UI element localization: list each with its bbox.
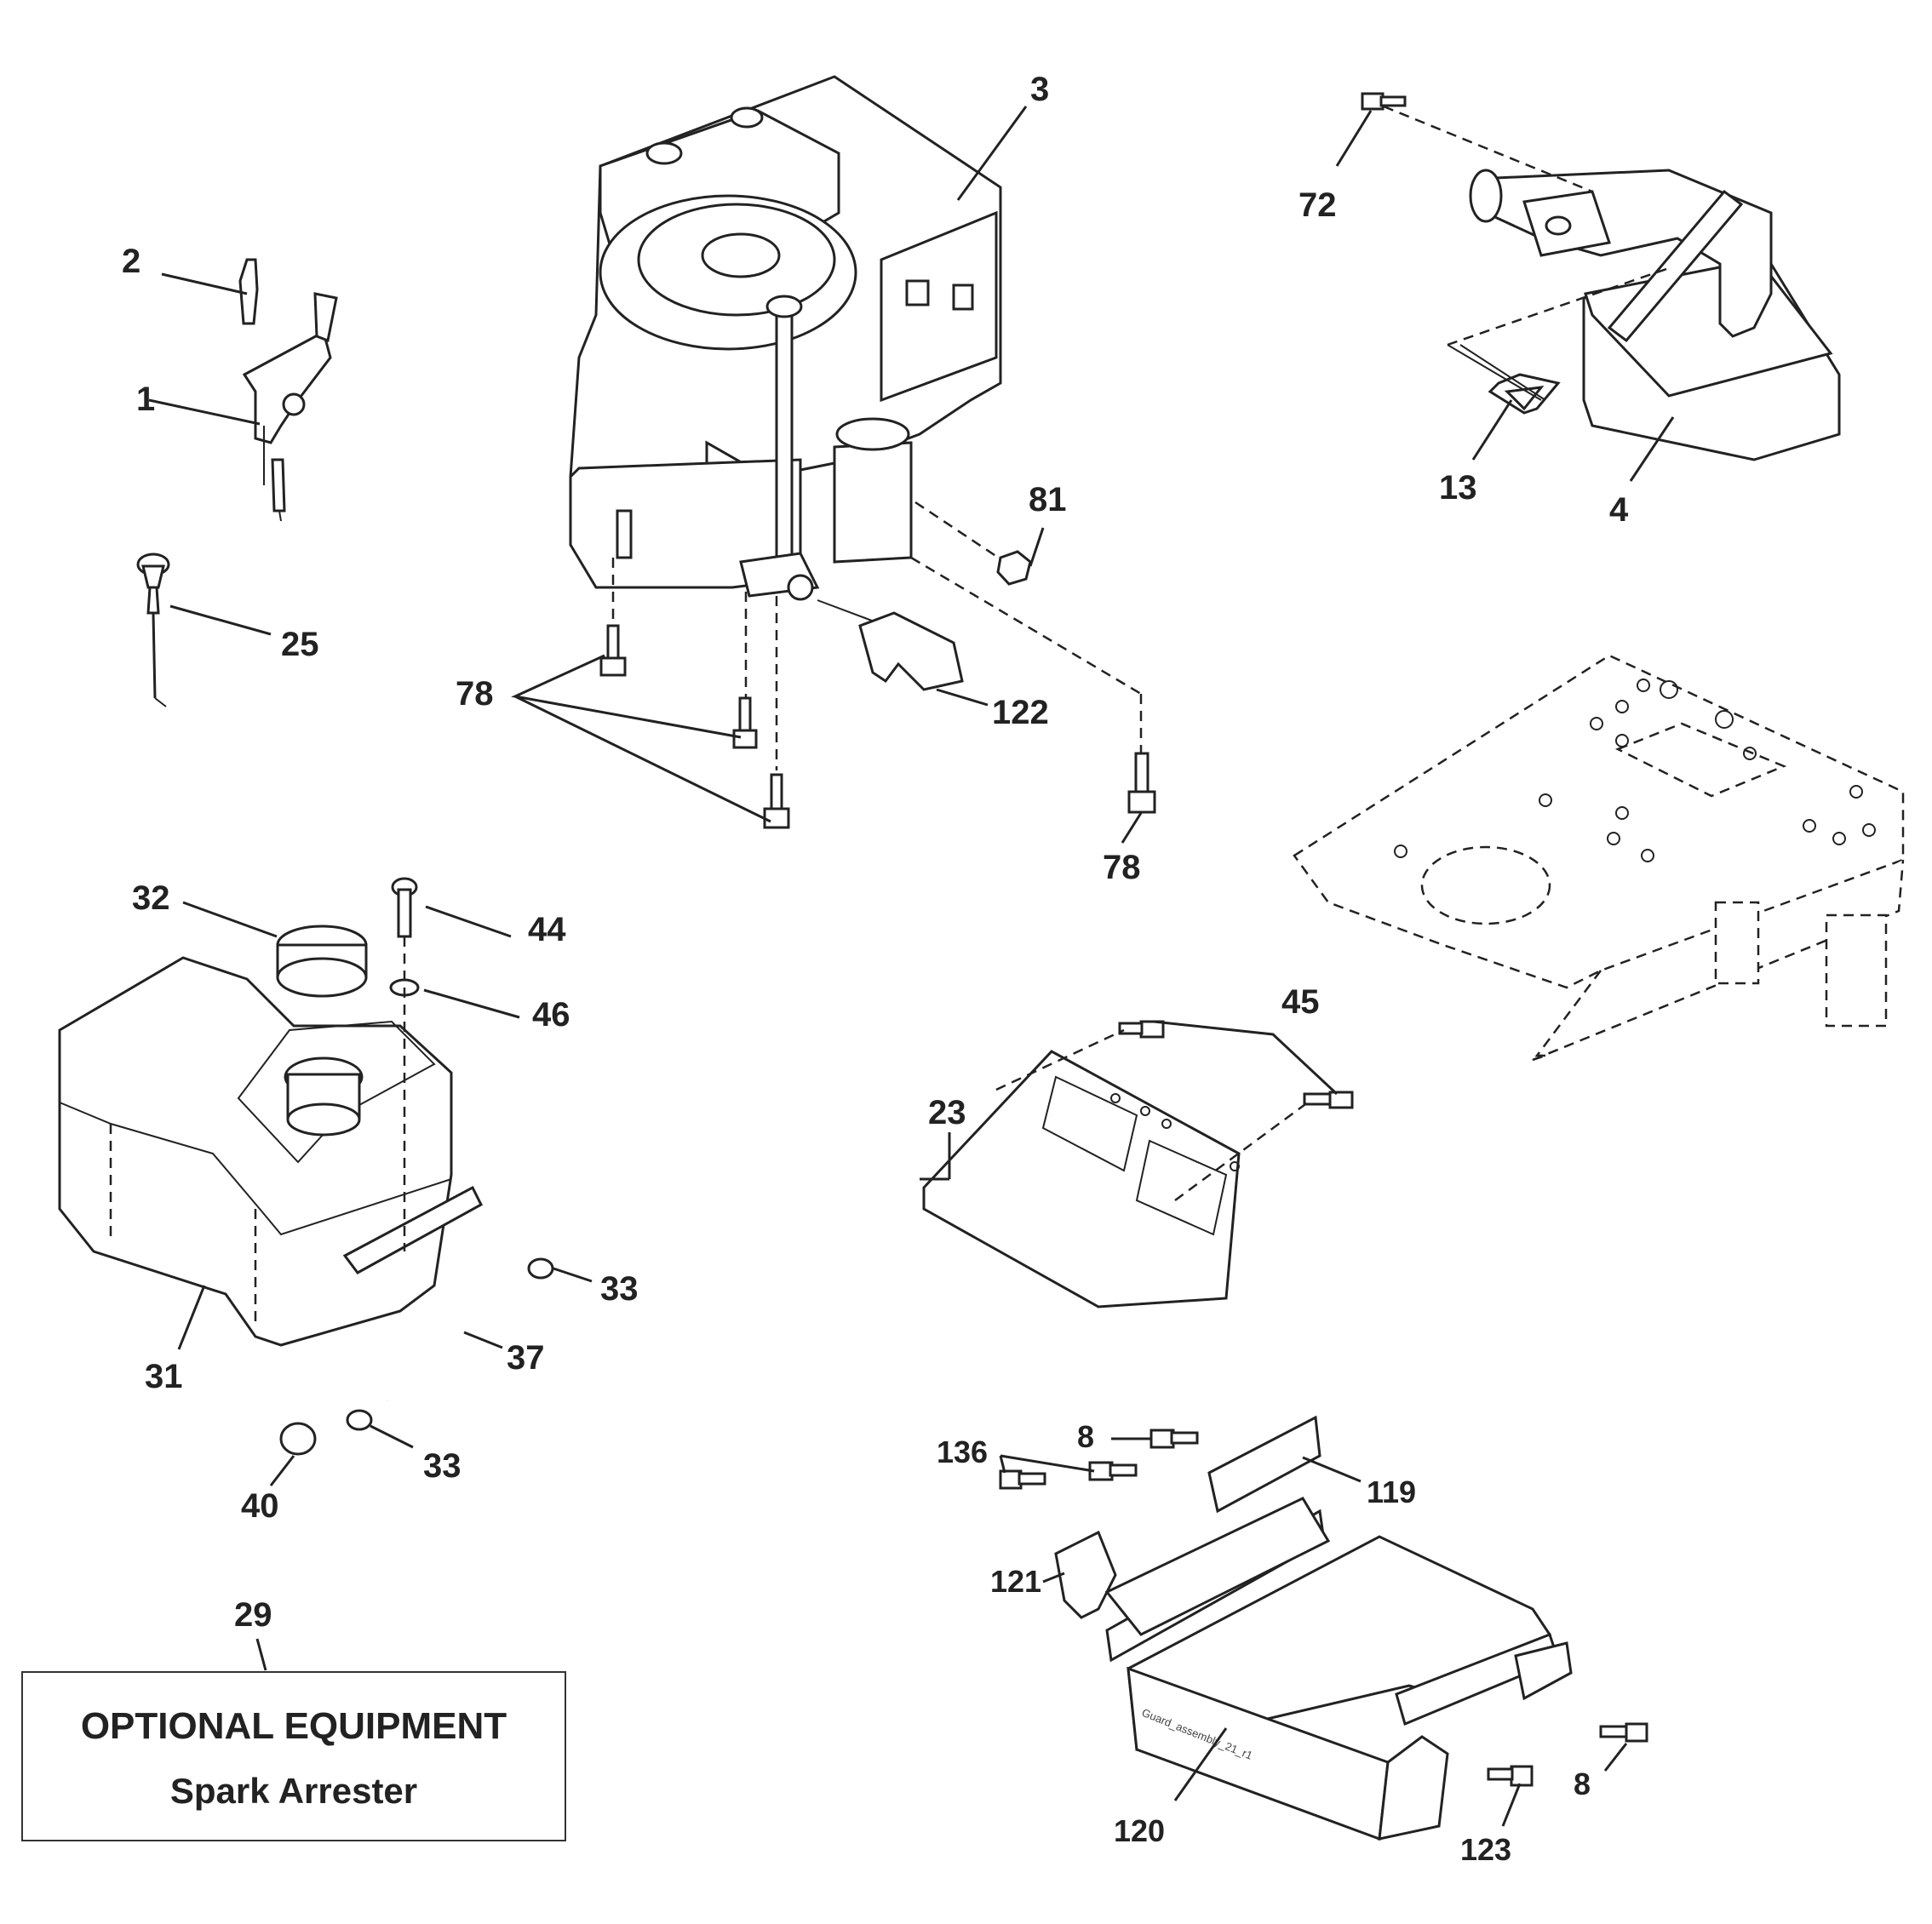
heat-shield-part: [922, 1050, 1241, 1308]
dipstick-clip-part: [858, 611, 964, 691]
label-part-31: 31: [145, 1358, 183, 1395]
label-part-2: 2: [122, 243, 140, 280]
label-part-32: 32: [132, 879, 170, 917]
label-part-45: 45: [1281, 983, 1320, 1021]
screw-45-part: [1118, 1020, 1354, 1109]
grommet-40-part: [279, 1422, 317, 1456]
label-part-136: 136: [937, 1434, 988, 1469]
label-part-119: 119: [1367, 1474, 1416, 1509]
nut-81-part: [996, 550, 1032, 586]
fuel-tank-part: [58, 956, 483, 1347]
throttle-control-part: [238, 258, 338, 522]
label-part-4: 4: [1609, 491, 1629, 529]
label-part-33-upper: 33: [600, 1270, 639, 1308]
label-part-122: 122: [992, 694, 1049, 731]
engine-part: [569, 75, 1002, 601]
bolt-78-part: [599, 624, 1156, 829]
label-part-44: 44: [528, 911, 566, 948]
label-part-37: 37: [507, 1339, 545, 1377]
clamp-33-upper: [527, 1257, 554, 1280]
label-part-78-right: 78: [1103, 849, 1141, 886]
label-part-13: 13: [1439, 469, 1477, 507]
label-part-120: 120: [1114, 1813, 1165, 1848]
label-part-23: 23: [928, 1094, 966, 1131]
guard-assembly-part: [1054, 1415, 1573, 1841]
label-part-8-top: 8: [1077, 1419, 1094, 1454]
label-part-72: 72: [1299, 186, 1337, 224]
choke-knob-part: [136, 553, 170, 707]
label-part-46: 46: [532, 996, 570, 1034]
label-part-8-bottom: 8: [1574, 1767, 1591, 1801]
tractor-frame: [1293, 654, 1905, 1062]
bolt-8-136-part: [999, 1429, 1648, 1787]
optional-equipment-box: OPTIONAL EQUIPMENT Spark Arrester: [21, 1671, 566, 1841]
label-part-121: 121: [990, 1564, 1041, 1599]
label-part-40: 40: [241, 1487, 279, 1525]
bolt-72-part: [1361, 92, 1407, 111]
label-part-1: 1: [136, 381, 155, 418]
optional-equipment-subtitle: Spark Arrester: [169, 1771, 418, 1811]
label-part-78-left: 78: [456, 675, 494, 713]
label-part-29: 29: [234, 1596, 272, 1634]
label-part-123: 123: [1460, 1832, 1511, 1867]
label-part-33-lower: 33: [423, 1447, 462, 1485]
clamp-33-lower: [346, 1409, 373, 1431]
label-part-25: 25: [281, 626, 319, 663]
muffler-part: [1469, 169, 1841, 461]
fuel-cap-part: [276, 925, 368, 998]
optional-equipment-title: OPTIONAL EQUIPMENT: [80, 1705, 507, 1747]
label-part-3: 3: [1030, 71, 1049, 108]
label-part-81: 81: [1029, 481, 1067, 518]
